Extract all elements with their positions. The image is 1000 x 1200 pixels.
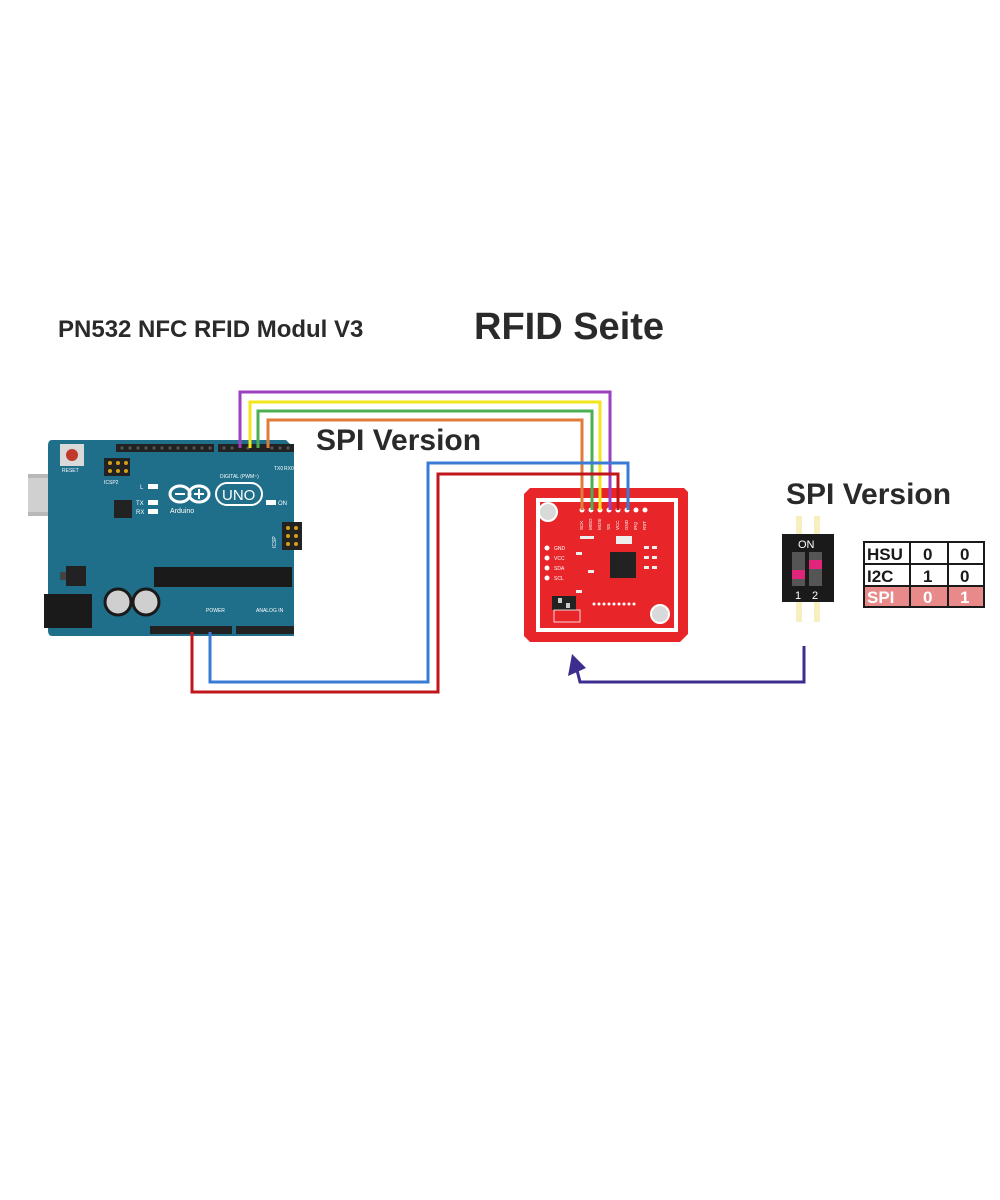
arduino-board: RESET ICSP2 DIGITAL (PWM~) TX0 RX0 L TX: [28, 440, 302, 636]
led-rx: [148, 509, 158, 514]
digital-header-1: [116, 444, 214, 452]
mount-hole-1: [538, 502, 558, 522]
dip-switch-body: [782, 534, 834, 602]
wire-green-miso: [256, 409, 594, 510]
pin-sck: SCK: [579, 521, 584, 530]
pin-rst: RST: [642, 521, 647, 530]
analog-label: ANALOG IN: [256, 608, 284, 614]
power-jack: [44, 594, 92, 628]
digital-label: DIGITAL (PWM~): [220, 474, 259, 480]
led-l: [148, 484, 158, 489]
mode-spi-s1: 0: [923, 588, 932, 607]
capacitor-2: [131, 587, 161, 617]
rx0-label: RX0: [284, 466, 294, 472]
led-on: [266, 500, 276, 505]
page-title: RFID Seite: [474, 306, 665, 348]
digital-header-2: [218, 444, 294, 452]
power-header: [150, 626, 232, 634]
on-label: ON: [278, 501, 287, 507]
pn532-chip: [610, 552, 636, 578]
pn532-module: SCK MISO MOSI SS VCC GND IRQ RST GND VCC…: [524, 488, 688, 642]
analog-header: [236, 626, 294, 634]
pointer-arrow: [568, 646, 806, 684]
mode-table: HSU 0 0 I2C 1 0 SPI 0 1: [863, 541, 985, 608]
mode-i2c-s1: 1: [923, 567, 932, 586]
switch-caption: SPI Version: [786, 478, 952, 511]
pin-vcc: VCC: [615, 520, 620, 530]
atmega-chip: [154, 567, 292, 587]
dip-lever-1: [792, 570, 805, 579]
mode-i2c-s2: 0: [960, 567, 969, 586]
dip-on-label: ON: [798, 539, 815, 551]
pin-left-scl: SCL: [554, 576, 564, 582]
mode-row-spi-highlight: [864, 586, 984, 607]
pin-ss: SS: [606, 524, 611, 530]
tx0-label: TX0: [274, 466, 283, 472]
mode-i2c: I2C: [867, 567, 893, 586]
wire-red-vcc: [190, 472, 620, 694]
smd-parts: [576, 536, 657, 593]
power-label: POWER: [206, 608, 225, 614]
icsp2-header: [104, 458, 130, 476]
uno-label: UNO: [222, 487, 255, 504]
led-tx: [148, 500, 158, 505]
dip-1-label: 1: [795, 590, 801, 602]
dip-lever-2: [809, 560, 822, 569]
mount-hole-2: [650, 604, 670, 624]
mode-hsu: HSU: [867, 545, 903, 564]
mode-hsu-s1: 0: [923, 545, 932, 564]
wire-orange-sck: [266, 418, 584, 510]
pn532-dip-switch: [552, 596, 576, 610]
pin-mosi: MOSI: [597, 518, 602, 530]
pn532-bottom-pads: [592, 602, 636, 606]
dip-switch: ON 1 2: [782, 516, 834, 622]
voltage-regulator: [66, 566, 86, 586]
wire-purple-ss: [238, 390, 612, 510]
antenna-trace: [536, 498, 678, 632]
pn532-mode-table: [553, 609, 581, 623]
pin-miso: MISO: [588, 518, 593, 530]
crystal: [616, 536, 632, 544]
icsp-header: [282, 522, 302, 550]
icsp-label: ICSP: [272, 536, 278, 548]
led-rx-label: RX: [136, 510, 144, 516]
led-tx-label: TX: [136, 501, 144, 507]
pin-left-vcc: VCC: [554, 556, 565, 562]
wire-yellow-mosi: [248, 400, 602, 510]
capacitor-1: [103, 587, 133, 617]
dip-slot-1: [792, 552, 805, 586]
pin-left-sda: SDA: [554, 566, 565, 572]
mode-spi: SPI: [867, 588, 894, 607]
module-title: PN532 NFC RFID Modul V3: [58, 316, 364, 343]
pin-left-gnd: GND: [554, 546, 566, 552]
arduino-brand: Arduino: [170, 508, 194, 515]
usb-chip: [114, 500, 132, 518]
wire-blue-gnd: [208, 461, 630, 684]
dip-2-label: 2: [812, 590, 818, 602]
pn532-left-pins: [544, 545, 550, 581]
pin-gnd: GND: [624, 519, 629, 530]
wires: [190, 390, 630, 694]
led-l-label: L: [140, 485, 144, 491]
mode-spi-s2: 1: [960, 588, 969, 607]
reset-label: RESET: [62, 468, 79, 474]
pin-irq: IRQ: [633, 522, 638, 531]
mode-hsu-s2: 0: [960, 545, 969, 564]
icsp2-label: ICSP2: [104, 480, 119, 486]
arduino-logo: [168, 482, 263, 506]
wiring-caption: SPI Version: [316, 424, 482, 457]
